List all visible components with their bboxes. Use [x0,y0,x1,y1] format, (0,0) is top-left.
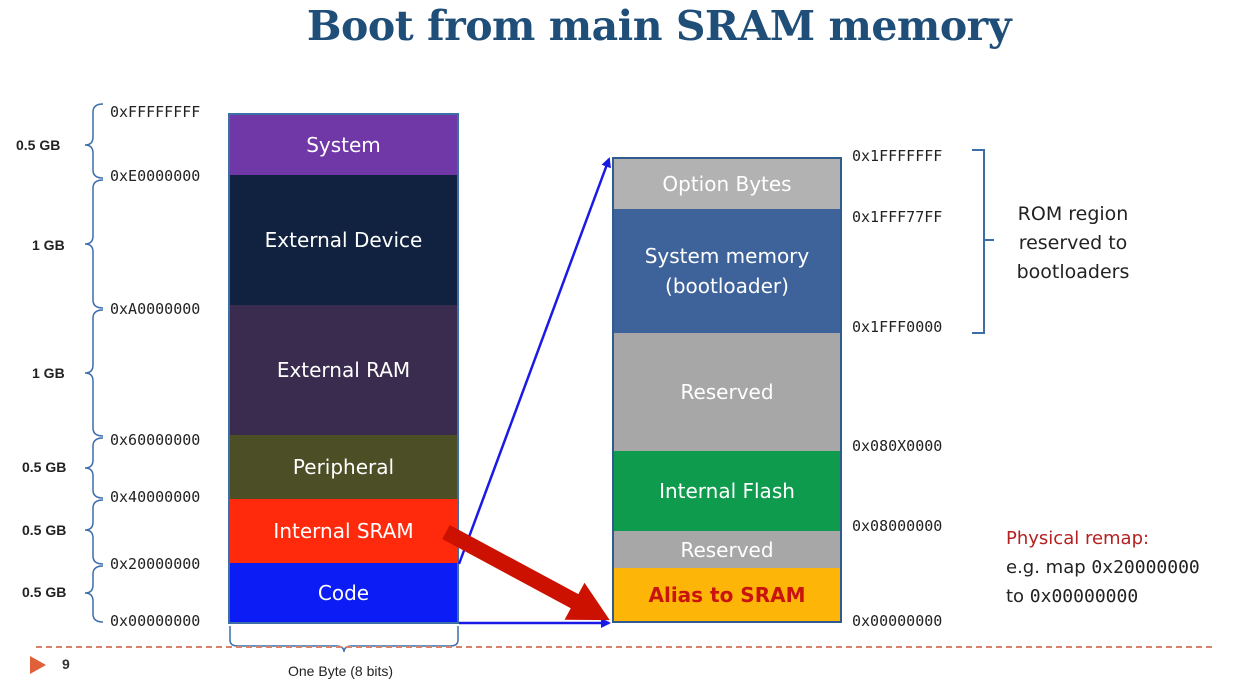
brace-internal-sram [84,499,104,565]
block-code: Code [228,563,459,624]
rom-region-bracket [972,149,994,334]
block-internal-flash-label: Internal Flash [659,479,795,503]
brace-system [84,103,104,179]
remap-line-2: to 0x00000000 [1006,582,1200,611]
size-internal-sram: 0.5 GB [22,522,67,538]
block-alias-to-sram: Alias to SRAM [612,568,842,623]
page-number: 9 [62,656,70,672]
addr-right-00000000: 0x00000000 [850,612,945,630]
block-internal-flash: Internal Flash [612,451,842,531]
size-peripheral: 0.5 GB [22,459,67,475]
block-external-device: External Device [228,175,459,305]
block-system: System [228,113,459,175]
size-braces [84,103,104,623]
size-external-ram: 1 GB [32,365,65,381]
remap-heading: Physical remap: [1006,528,1150,549]
addr-right-08000000: 0x08000000 [850,517,945,535]
addr-left-20000000: 0x20000000 [108,555,203,573]
block-peripheral: Peripheral [228,435,459,499]
size-external-device: 1 GB [32,237,65,253]
block-reserved-upper: Reserved [612,333,842,451]
remap-line-1: e.g. map 0x20000000 [1006,553,1200,582]
addr-right-080x0000: 0x080X0000 [850,437,945,455]
addr-right-1fffffff: 0x1FFFFFFF [850,147,945,165]
block-alias-to-sram-label: Alias to SRAM [648,582,806,607]
block-code-label: Code [317,580,370,605]
block-reserved-lower: Reserved [612,531,842,568]
block-external-ram-label: External RAM [276,358,411,382]
remap-line-2-code: 0x00000000 [1029,586,1139,607]
rom-region-note: ROM region reserved to bootloaders [1016,203,1130,283]
remap-line-1-code: 0x20000000 [1091,557,1200,578]
addr-right-1fff77ff: 0x1FFF77FF [850,208,945,226]
map-arrow-top [457,157,611,565]
block-reserved-upper-label: Reserved [680,380,774,404]
block-internal-sram-label: Internal SRAM [273,519,414,543]
block-system-memory: System memory (bootloader) [612,209,842,333]
footer-divider [36,646,1212,648]
brace-external-ram [84,309,104,437]
remap-arrow [442,524,610,621]
addr-left-e0000000: 0xE0000000 [108,167,203,185]
brace-code [84,565,104,623]
width-bracket [229,626,459,653]
addr-left-ffffffff: 0xFFFFFFFF [108,103,203,121]
block-reserved-lower-label: Reserved [680,537,774,562]
block-internal-sram: Internal SRAM [228,499,459,563]
size-code: 0.5 GB [22,584,67,600]
slide-title: Boot from main SRAM memory [306,2,1012,50]
remap-line-1-prefix: e.g. map [1006,557,1092,578]
block-system-label: System [306,133,381,157]
addr-left-60000000: 0x60000000 [108,431,203,449]
block-option-bytes: Option Bytes [612,157,842,209]
remap-line-2-prefix: to [1006,586,1030,607]
brace-external-device [84,179,104,309]
block-external-ram: External RAM [228,305,459,435]
addr-right-1fff0000: 0x1FFF0000 [850,318,945,336]
block-peripheral-label: Peripheral [292,455,395,479]
width-caption: One Byte (8 bits) [288,663,394,679]
footer-marker-icon [30,656,46,674]
addr-left-00000000: 0x00000000 [108,612,203,630]
addr-left-a0000000: 0xA0000000 [108,300,203,318]
block-option-bytes-label: Option Bytes [662,172,792,196]
physical-remap-note: Physical remap: e.g. map 0x20000000 to 0… [1006,524,1200,611]
block-system-memory-label: System memory (bootloader) [644,244,810,298]
brace-peripheral [84,437,104,499]
addr-left-40000000: 0x40000000 [108,488,203,506]
size-system: 0.5 GB [16,137,61,153]
block-external-device-label: External Device [264,228,423,252]
